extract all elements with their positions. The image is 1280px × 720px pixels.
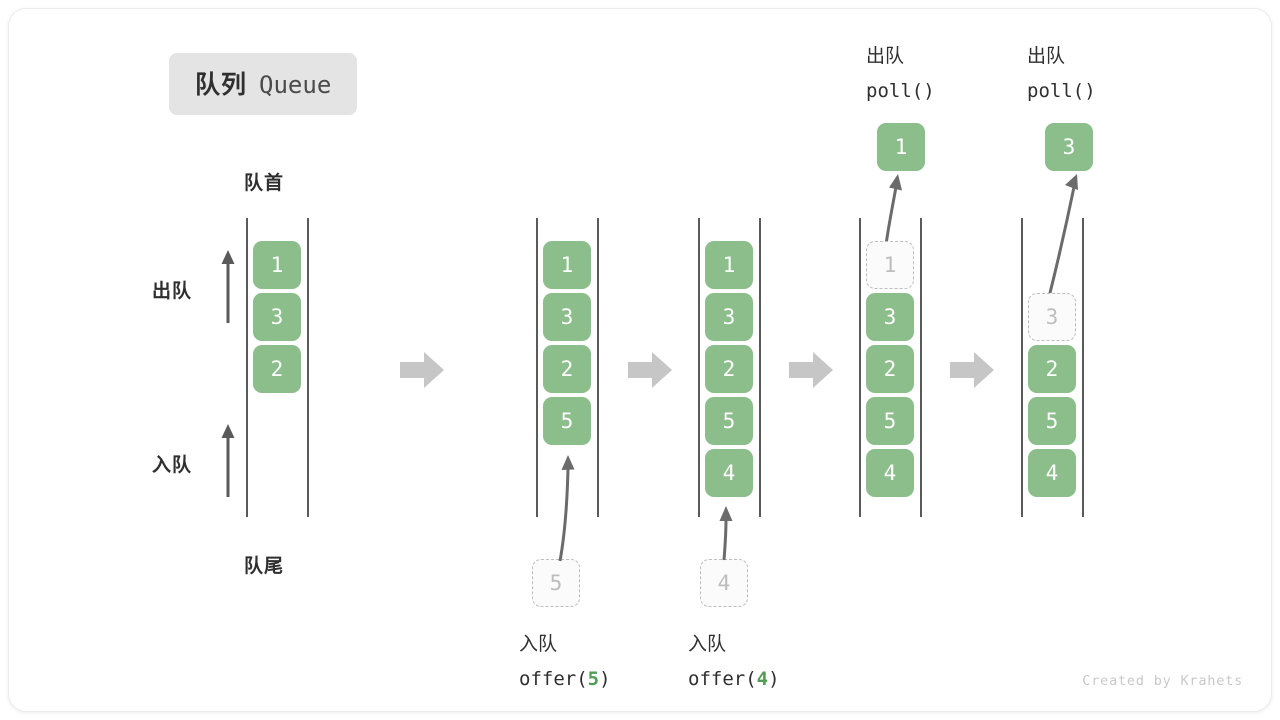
queue-item: 2 [705,345,753,393]
queue-item: 3 [253,293,301,341]
rail-left [536,218,538,517]
queue-item: 2 [543,345,591,393]
caption-offer-4: 入队 offer(4) [688,627,780,697]
caption-poll-1: 出队 poll() [866,39,935,109]
rail-right [1082,218,1084,517]
caption-cn: 出队 [866,46,905,67]
queue-column-initial: 1 3 2 [246,218,309,517]
dequeue-motion-arrow-icon [1047,174,1078,298]
queue-item: 5 [705,397,753,445]
title-chinese: 队列 [195,71,248,99]
flow-arrow-icon [789,352,833,388]
queue-item-removed: 3 [1028,293,1076,341]
queue-item: 1 [705,241,753,289]
queue-rear-label: 队尾 [244,556,285,577]
rail-left [1021,218,1023,517]
queue-item: 2 [1028,345,1076,393]
caption-code: poll() [1027,80,1096,103]
queue-item: 1 [253,241,301,289]
queue-column-after-offer-5: 1 3 2 5 [536,218,599,517]
caption-cn: 出队 [1027,46,1066,67]
queue-item: 5 [1028,397,1076,445]
polled-element: 1 [877,123,925,171]
incoming-element-ghost: 5 [532,559,580,607]
diagram-card: 队列 Queue 队首 队尾 出队 入队 1 3 2 1 3 2 5 5 [8,8,1272,712]
queue-item: 3 [705,293,753,341]
polled-element: 3 [1045,123,1093,171]
rail-right [307,218,309,517]
queue-front-label: 队首 [244,173,285,194]
queue-item-removed: 1 [866,241,914,289]
queue-item: 3 [543,293,591,341]
caption-code: poll() [866,80,935,103]
queue-item: 3 [866,293,914,341]
caption-cn: 入队 [688,634,727,655]
incoming-element-ghost: 4 [700,559,748,607]
dequeue-side-label: 出队 [152,281,193,302]
dequeue-motion-arrow-icon [884,174,902,246]
queue-item: 5 [543,397,591,445]
rail-left [246,218,248,517]
enqueue-motion-arrow-icon [558,455,575,562]
queue-column-after-offer-4: 1 3 2 5 4 [698,218,761,517]
queue-column-after-poll-3: 3 2 5 4 [1021,218,1084,517]
enqueue-motion-arrow-icon [719,506,733,561]
title-english: Queue [259,71,332,99]
queue-item: 2 [253,345,301,393]
credit-text: Created by Krahets [1082,673,1243,689]
caption-cn: 入队 [519,634,558,655]
queue-item: 2 [866,345,914,393]
rail-right [759,218,761,517]
rail-left [698,218,700,517]
queue-item: 4 [1028,449,1076,497]
flow-arrow-icon [400,352,444,388]
queue-item: 4 [705,449,753,497]
caption-poll-3: 出队 poll() [1027,39,1096,109]
rail-right [920,218,922,517]
enqueue-direction-arrow-icon [221,424,235,497]
flow-arrow-icon [628,352,672,388]
enqueue-side-label: 入队 [152,455,193,476]
caption-code: offer(4) [688,668,780,691]
rail-right [597,218,599,517]
queue-column-after-poll-1: 1 3 2 5 4 [859,218,922,517]
flow-arrow-icon [950,352,994,388]
queue-item: 4 [866,449,914,497]
caption-code: offer(5) [519,668,611,691]
caption-offer-5: 入队 offer(5) [519,627,611,697]
queue-item: 1 [543,241,591,289]
queue-item: 5 [866,397,914,445]
diagram-title-badge: 队列 Queue [169,53,358,115]
dequeue-direction-arrow-icon [221,250,235,323]
rail-left [859,218,861,517]
